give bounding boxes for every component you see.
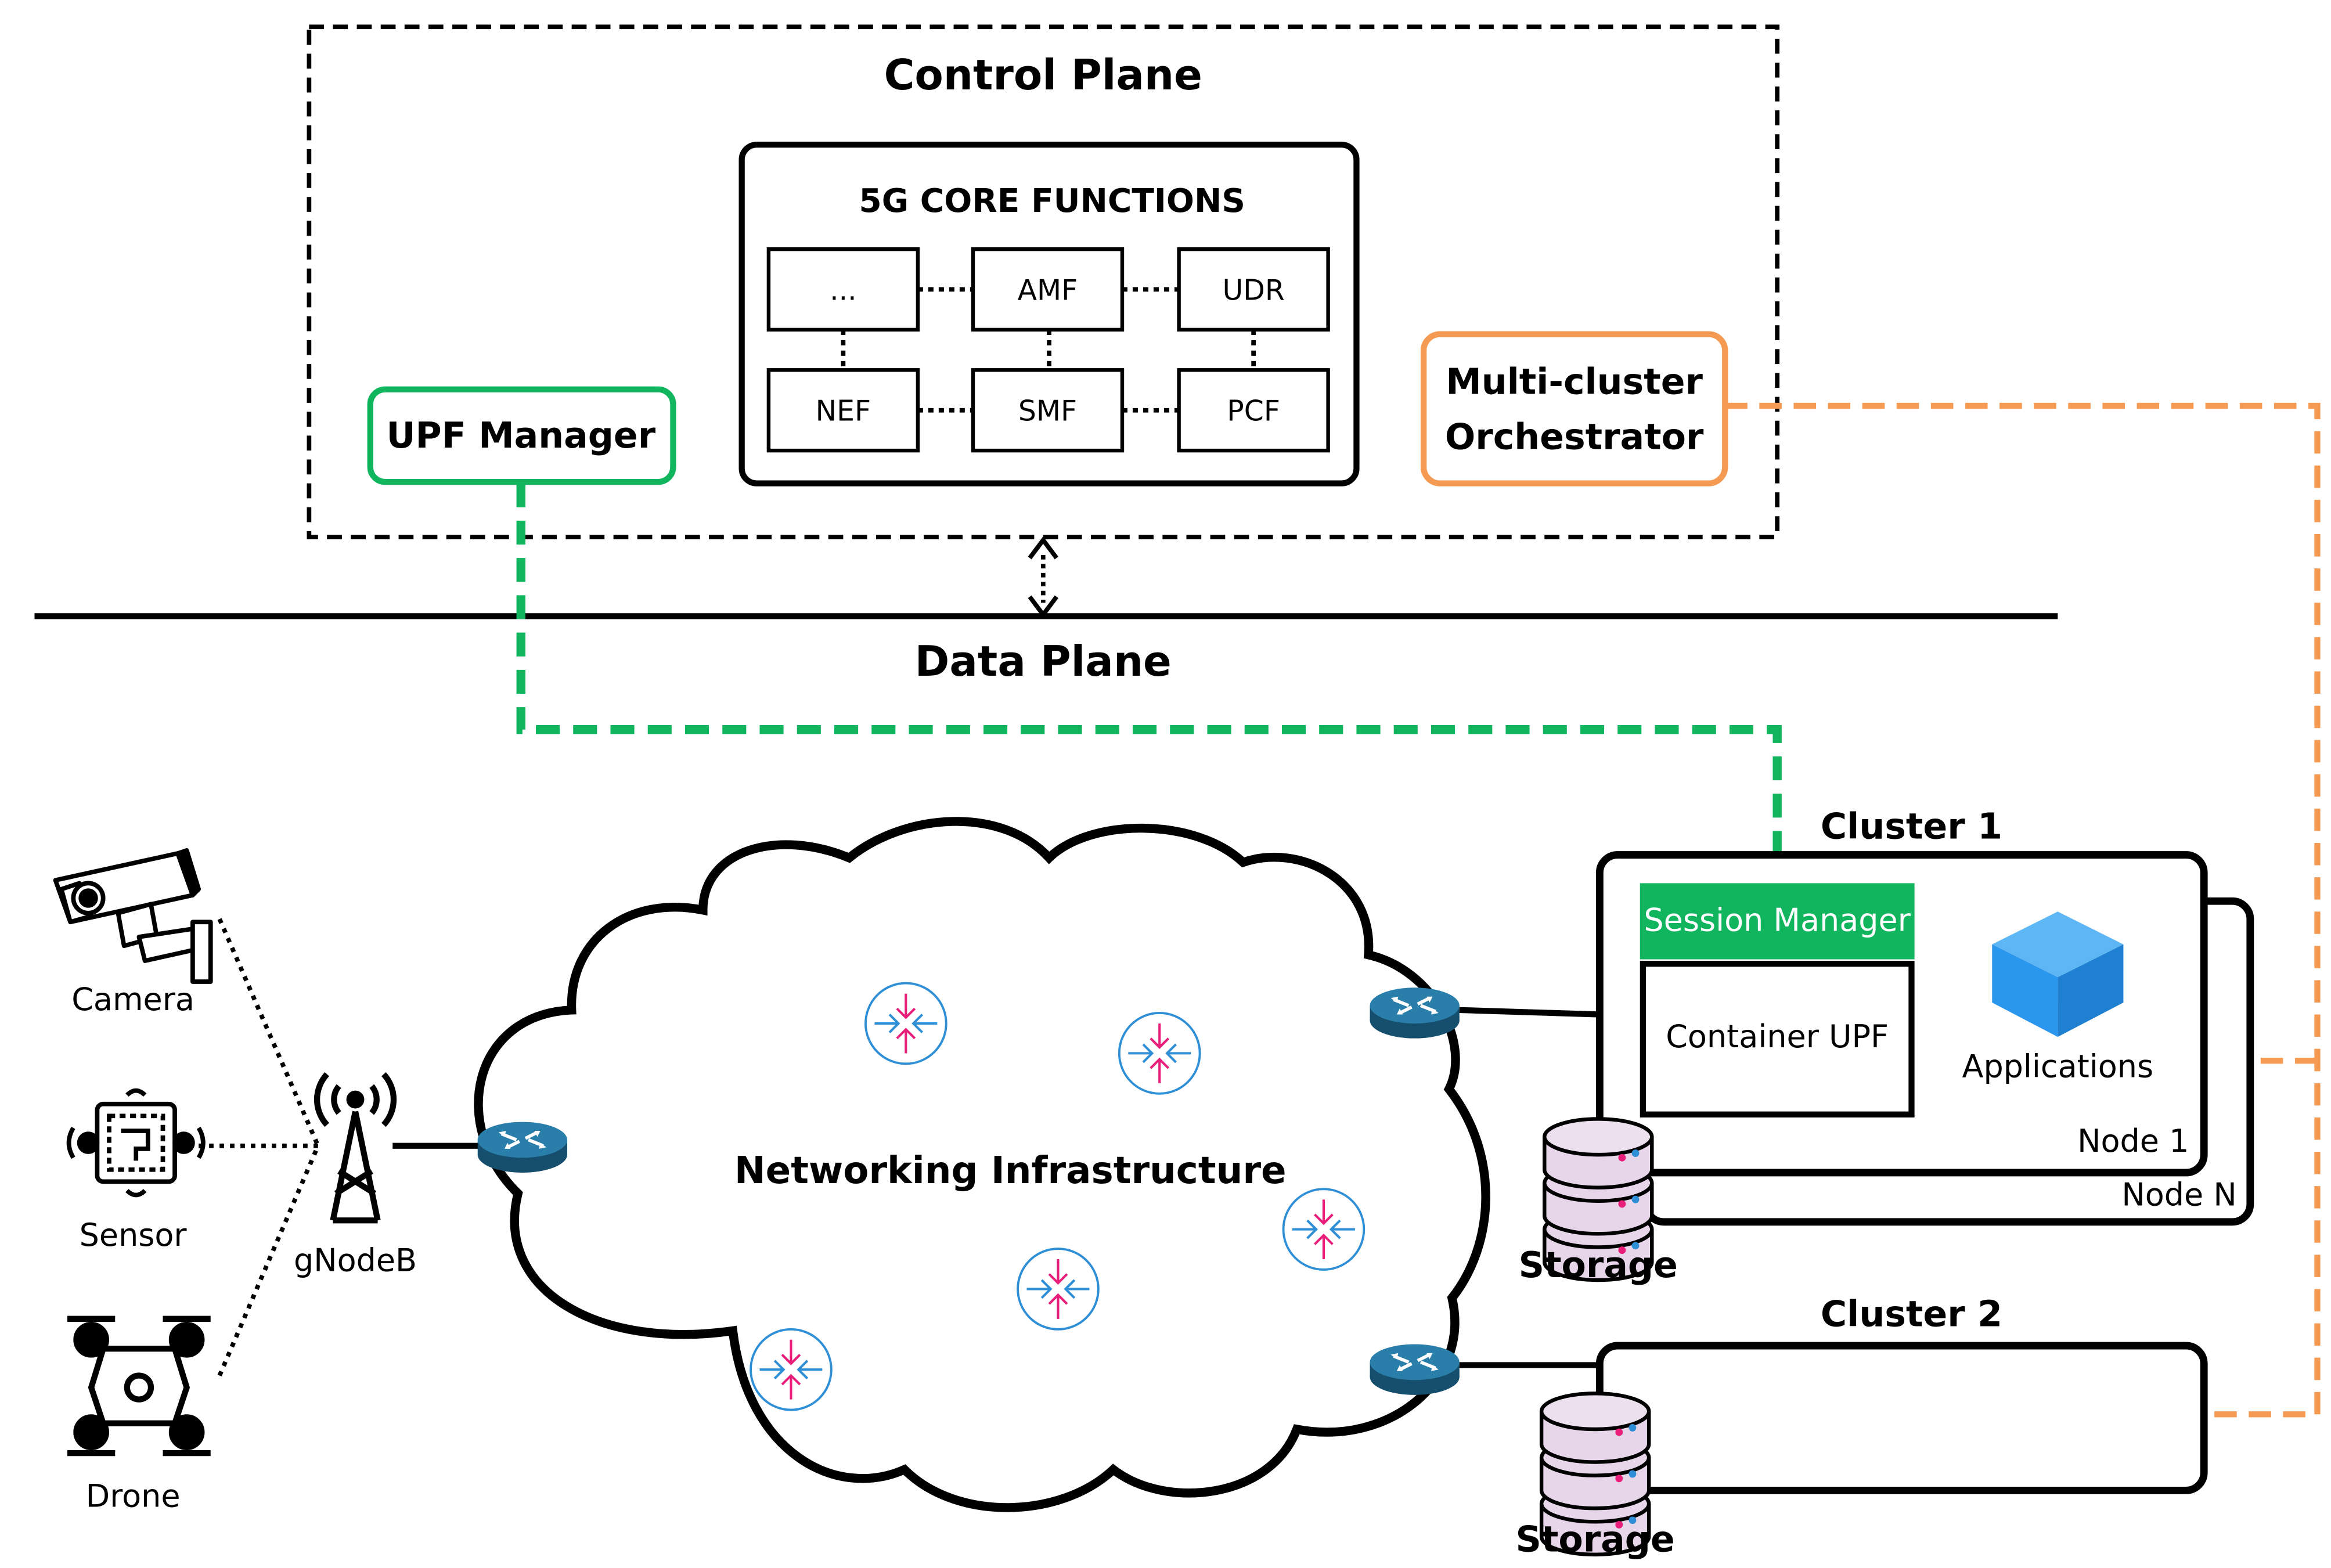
applications-cube-icon — [1992, 911, 2124, 1037]
network-node-icon — [1018, 1249, 1098, 1329]
session-manager: Session Manager — [1640, 883, 1915, 960]
drone-icon — [67, 1315, 211, 1457]
core-functions-box: 5G CORE FUNCTIONS ... AMF UDR NEF — [738, 142, 1360, 486]
orchestrator-label-line1: Multi-cluster — [1446, 361, 1703, 402]
gnodeb-antenna-icon — [314, 1072, 397, 1224]
router-icon — [1370, 1344, 1460, 1395]
core-function-smf: SMF — [971, 368, 1125, 453]
core-function-etc: ... — [766, 247, 920, 332]
orchestrator-links — [1725, 402, 2321, 1418]
cluster1-title: Cluster 1 — [1821, 805, 2002, 847]
container-upf: Container UPF — [1640, 961, 1915, 1118]
router-icon — [478, 1122, 567, 1173]
sensor-label: Sensor — [80, 1217, 188, 1253]
core-links — [841, 287, 1256, 413]
core-function-label: UDR — [1223, 274, 1285, 307]
upf-manager-box: UPF Manager — [367, 386, 676, 485]
control-plane-title: Control Plane — [884, 51, 1202, 99]
core-function-amf: AMF — [971, 247, 1125, 332]
core-function-label: ... — [830, 274, 857, 307]
router-icon — [1370, 987, 1460, 1038]
sensor-icon — [66, 1088, 206, 1198]
core-function-nef: NEF — [766, 368, 920, 453]
gnodeb-label: gNodeB — [294, 1242, 417, 1279]
camera-icon — [53, 848, 213, 984]
cluster2-box — [1595, 1342, 2208, 1494]
node-1-label: Node 1 — [2077, 1123, 2189, 1159]
network-cloud — [474, 817, 1490, 1512]
camera-label: Camera — [71, 981, 194, 1018]
upf-manager-label: UPF Manager — [386, 414, 655, 456]
cluster2-title: Cluster 2 — [1821, 1293, 2002, 1335]
container-upf-label: Container UPF — [1666, 1018, 1889, 1055]
core-function-label: AMF — [1018, 274, 1078, 307]
drone-label: Drone — [86, 1478, 181, 1515]
network-node-icon — [1119, 1013, 1200, 1094]
session-manager-label: Session Manager — [1644, 902, 1911, 939]
node-n-label: Node N — [2121, 1177, 2236, 1213]
upf-manager-link — [516, 483, 1782, 884]
core-function-udr: UDR — [1177, 247, 1330, 332]
network-label: Networking Infrastructure — [734, 1149, 1287, 1192]
core-function-label: NEF — [816, 395, 871, 428]
physical-links — [392, 1007, 1602, 1368]
plane-separator: Data Plane — [34, 536, 2058, 686]
core-function-pcf: PCF — [1177, 368, 1330, 453]
core-function-label: PCF — [1227, 395, 1280, 428]
network-node-icon — [1284, 1189, 1364, 1270]
cluster1-storage-label: Storage — [1519, 1244, 1678, 1286]
cluster2-storage-label: Storage — [1516, 1519, 1675, 1560]
orchestrator-box: Multi-cluster Orchestrator — [1420, 331, 1728, 486]
core-function-label: SMF — [1018, 395, 1077, 428]
applications-label: Applications — [1962, 1048, 2154, 1084]
orchestrator-label-line2: Orchestrator — [1445, 416, 1704, 458]
data-plane-title: Data Plane — [915, 637, 1172, 686]
wireless-links — [199, 918, 320, 1376]
network-node-icon — [866, 983, 946, 1064]
network-node-icon — [751, 1329, 831, 1410]
core-functions-title: 5G CORE FUNCTIONS — [859, 182, 1245, 220]
